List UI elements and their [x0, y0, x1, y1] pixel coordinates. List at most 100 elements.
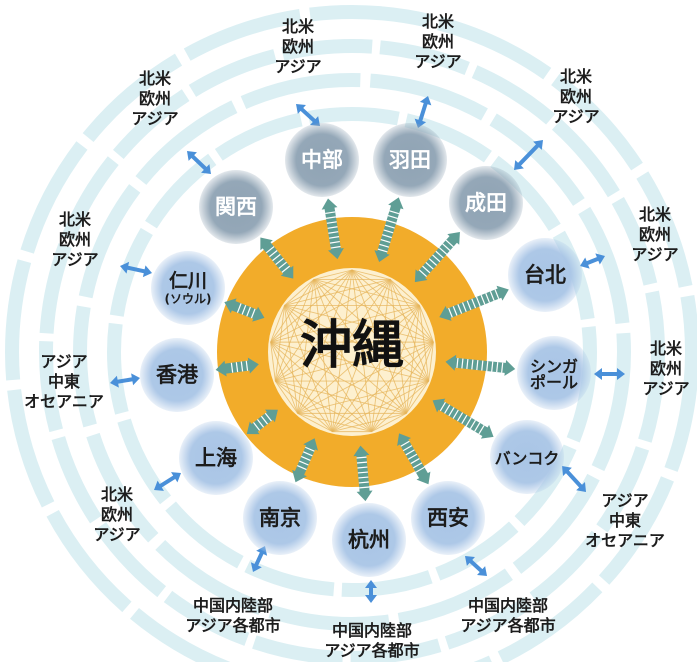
destination-label-line: 欧州	[101, 505, 133, 524]
hub-web-line	[297, 380, 429, 414]
connector-head-out	[388, 197, 404, 210]
hub-web-line	[275, 341, 434, 382]
connector-stripe	[325, 216, 337, 219]
destination-label-line: 北米	[139, 69, 172, 88]
city-node-bubble	[411, 481, 485, 555]
destination-arrow	[110, 373, 140, 388]
destination-label-line: 北米	[422, 12, 455, 31]
connector-head-in	[247, 357, 259, 374]
hub-web-line	[297, 279, 315, 414]
connector-shaft	[294, 443, 316, 477]
hub-web-line	[270, 305, 285, 343]
hub-web-line	[389, 279, 430, 382]
connector-stripe	[445, 239, 454, 248]
hub-connector-arrow	[374, 197, 404, 263]
hub-connector-arrow	[397, 433, 431, 485]
connector-stripe	[418, 269, 427, 277]
city-node-bubble	[508, 238, 582, 312]
connector-head-in	[445, 354, 457, 371]
destination-label-line: アジア	[93, 525, 140, 544]
hub-web-line	[406, 380, 430, 414]
hub-web-line	[389, 279, 407, 414]
hub-web-line	[284, 305, 429, 382]
city-node-bubble	[490, 420, 564, 494]
connector-stripe	[478, 425, 485, 435]
connector-stripe	[297, 465, 307, 471]
hub-connector-arrow	[445, 354, 516, 376]
destination-arrow	[580, 253, 605, 269]
hub-web-line	[270, 278, 391, 343]
connector-stripe	[269, 250, 278, 258]
hub-web-line	[313, 278, 434, 343]
destination-label-line: オセアニア	[585, 531, 665, 550]
destination-arrow	[187, 150, 211, 174]
connector-shaft	[261, 240, 293, 276]
connector-stripe	[469, 419, 476, 430]
hub-web-line	[297, 305, 420, 414]
connector-head-out	[356, 490, 373, 502]
hub-connector-arrow	[260, 237, 294, 279]
hub-web-line	[405, 305, 420, 414]
city-node-nanjing: 南京	[243, 481, 317, 555]
city-node-label: 関西	[215, 195, 257, 219]
destination-label-line: 欧州	[422, 32, 454, 51]
destination-label-line: アジア	[131, 109, 178, 128]
hub-web-line	[297, 412, 333, 433]
connector-stripe	[386, 219, 397, 224]
hub-connector-arrow	[292, 438, 318, 483]
connector-stripe	[489, 291, 495, 301]
hub-web-line	[331, 269, 353, 432]
destination-arrow	[562, 466, 587, 493]
city-node-label: ポール	[530, 373, 578, 392]
connector-shaft	[452, 357, 508, 374]
hub-web-line	[284, 305, 333, 432]
connector-stripe	[485, 293, 491, 303]
connector-stripe	[377, 248, 388, 253]
connector-stripe	[461, 358, 464, 369]
connector-stripe	[359, 486, 370, 489]
city-node-shanghai: 上海	[179, 421, 253, 495]
connector-stripe	[329, 240, 340, 244]
hub-web-line	[313, 279, 407, 414]
hub-web-line	[351, 269, 391, 280]
hub-web-line	[371, 341, 434, 432]
destination-arrow	[154, 472, 181, 491]
okinawa-hub	[217, 217, 487, 487]
connector-shaft	[324, 205, 342, 252]
hub-web-line	[332, 380, 429, 433]
connector-stripe	[330, 245, 341, 249]
connector-head-in	[414, 269, 428, 283]
connector-stripe	[471, 298, 477, 309]
connector-stripe	[407, 453, 418, 460]
hub-web-line	[274, 305, 285, 382]
hub-connector-arrow	[353, 445, 373, 502]
hub-web-line	[284, 305, 372, 432]
connector-stripe	[466, 300, 472, 311]
destination-label-line: アジア各都市	[324, 641, 419, 660]
connector-stripe	[432, 254, 441, 263]
connector-stripe	[428, 258, 438, 266]
destination-label-line: 中東	[609, 511, 641, 530]
destination-label-line: 中国内陸部	[193, 596, 273, 615]
hub-web-line	[371, 305, 420, 432]
hub-web-line	[405, 341, 434, 414]
connector-head-in	[328, 248, 344, 260]
city-node-xian: 西安	[411, 481, 485, 555]
connector-stripe	[480, 294, 486, 305]
hub-web-line	[351, 269, 434, 343]
hub-connector-arrow	[321, 198, 344, 260]
connector-head-out	[246, 421, 260, 435]
hub-connector-arrow	[439, 285, 509, 321]
connector-stripe	[448, 307, 453, 318]
connector-stripe	[389, 210, 400, 215]
destination-label-line: アジア各都市	[185, 616, 280, 635]
destination-label-line: 欧州	[59, 230, 91, 249]
connector-head-in	[265, 409, 278, 423]
connector-head-out	[480, 424, 494, 439]
hub-web-line	[270, 279, 315, 343]
